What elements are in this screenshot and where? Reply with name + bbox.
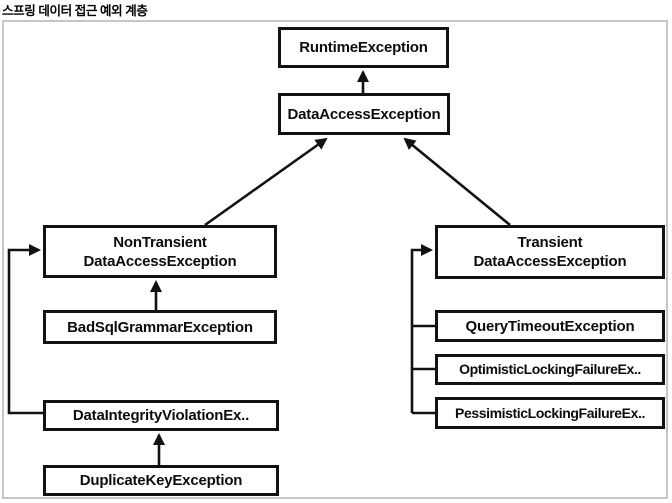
node-optimistic-locking-failure-exception: OptimisticLockingFailureEx.. bbox=[435, 354, 665, 385]
node-non-transient-data-access-exception: NonTransient DataAccessException bbox=[43, 225, 277, 278]
node-label-line1: Transient bbox=[517, 234, 583, 251]
node-label: BadSqlGrammarException bbox=[67, 318, 253, 336]
node-label: RuntimeException bbox=[299, 39, 428, 56]
node-label: DuplicateKeyException bbox=[79, 472, 243, 489]
node-data-integrity-violation-exception: DataIntegrityViolationEx.. bbox=[43, 400, 279, 431]
node-label: DataAccessException bbox=[287, 105, 441, 123]
node-label: QueryTimeoutException bbox=[465, 317, 635, 335]
node-transient-data-access-exception: Transient DataAccessException bbox=[435, 225, 665, 279]
diagram-title: 스프링 데이터 접근 예외 계층 bbox=[2, 4, 148, 18]
node-data-access-exception: DataAccessException bbox=[278, 93, 450, 135]
node-label: DataIntegrityViolationEx.. bbox=[72, 407, 250, 424]
node-label-line2: DataAccessException bbox=[83, 252, 237, 270]
node-bad-sql-grammar-exception: BadSqlGrammarException bbox=[43, 310, 277, 344]
node-label-line2: DataAccessException bbox=[473, 253, 627, 270]
node-label-line1: NonTransient bbox=[113, 233, 207, 251]
node-duplicate-key-exception: DuplicateKeyException bbox=[43, 465, 279, 496]
node-pessimistic-locking-failure-exception: PessimisticLockingFailureEx.. bbox=[435, 397, 665, 429]
node-label: PessimisticLockingFailureEx.. bbox=[455, 404, 645, 421]
node-label: OptimisticLockingFailureEx.. bbox=[459, 361, 641, 377]
connector-arrows bbox=[7, 70, 511, 465]
node-query-timeout-exception: QueryTimeoutException bbox=[435, 310, 665, 342]
node-runtime-exception: RuntimeException bbox=[278, 27, 449, 68]
diagram-canvas: RuntimeException DataAccessException Non… bbox=[2, 20, 668, 499]
